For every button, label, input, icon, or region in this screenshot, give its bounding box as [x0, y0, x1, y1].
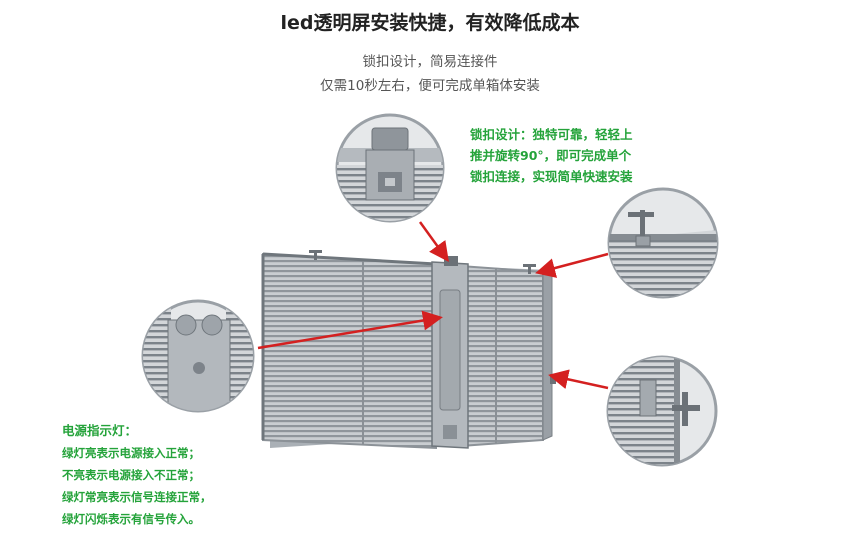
callout-line: 锁扣连接，实现简单快速安装 — [470, 169, 633, 184]
callout-line: 推并旋转90°，即可完成单个 — [470, 148, 632, 163]
page-title: led透明屏安装快捷，有效降低成本 — [280, 12, 580, 34]
callout-line: 锁扣设计：独特可靠，轻轻上 — [470, 127, 633, 142]
legend-line: 绿灯闪烁表示有信号传入。 — [62, 512, 200, 526]
legend-line: 绿灯常亮表示信号连接正常， — [62, 490, 212, 504]
legend-line: 不亮表示电源接入不正常； — [62, 468, 200, 482]
power-indicator-heading: 电源指示灯： — [62, 423, 138, 438]
corner-hook-magnifier — [607, 187, 719, 299]
subtitle-line-1: 锁扣设计，简易连接件 — [362, 54, 498, 70]
lock-detail-magnifier — [335, 113, 445, 223]
lock-design-callout: 锁扣设计：独特可靠，轻轻上 推并旋转90°，即可完成单个 锁扣连接，实现简单快速… — [470, 124, 633, 187]
subtitle-line-2: 仅需10秒左右，便可完成单箱体安装 — [320, 78, 540, 94]
power-indicator-legend: 电源指示灯： 绿灯亮表示电源接入正常； 不亮表示电源接入不正常； 绿灯常亮表示信… — [62, 420, 212, 530]
side-connector-magnifier — [606, 355, 718, 467]
callout-arrows — [257, 221, 609, 390]
power-connector-magnifier — [141, 299, 255, 413]
left-panel-surface — [262, 252, 437, 450]
right-panel-surface — [459, 264, 544, 448]
led-cabinet — [261, 250, 556, 450]
legend-line: 绿灯亮表示电源接入正常； — [62, 446, 200, 460]
